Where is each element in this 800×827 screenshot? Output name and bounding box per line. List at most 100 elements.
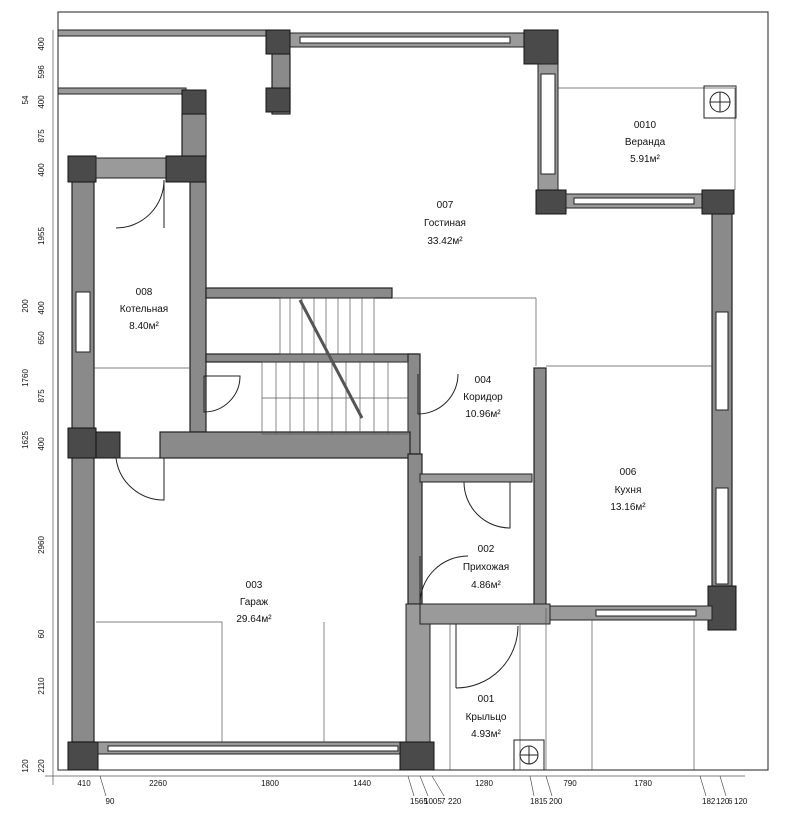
room-area: 29.64м² — [236, 614, 272, 625]
room-area: 10.96м² — [465, 409, 501, 420]
dim-label: 875 — [37, 129, 46, 143]
dim-label: 410 — [77, 779, 91, 788]
dim-label: 2260 — [149, 779, 167, 788]
wall — [95, 157, 167, 179]
dim-label: 1780 — [634, 779, 652, 788]
column — [535, 189, 567, 215]
room-label-003: 003 Гараж 29.64м² — [236, 580, 272, 625]
room-area: 8.40м² — [129, 321, 159, 332]
room-label-002: 002 Прихожая 4.86м² — [463, 544, 509, 591]
dim-label: 5 — [543, 797, 548, 806]
column — [67, 427, 97, 459]
dim-label: 1440 — [353, 779, 371, 788]
dim-label: 90 — [106, 797, 115, 806]
room-name: Кухня — [615, 485, 642, 496]
dim-label: 7 — [441, 797, 446, 806]
window — [715, 487, 729, 585]
wall — [205, 353, 419, 363]
dim-label: 6 — [728, 797, 733, 806]
room-area: 5.91м² — [630, 154, 660, 165]
dim-label: 400 — [37, 95, 46, 109]
dim-label: 400 — [37, 37, 46, 51]
room-label-001: 001 Крыльцо 4.93м² — [466, 694, 507, 740]
dim-label: 2110 — [37, 677, 46, 695]
dim-label: 650 — [37, 331, 46, 345]
door-swing — [115, 457, 165, 501]
dim-label: 200 — [549, 797, 563, 806]
room-label-004: 004 Коридор 10.96м² — [463, 375, 503, 420]
door-swing — [115, 179, 165, 229]
dim-label: 1800 — [261, 779, 279, 788]
dim-leader — [431, 775, 445, 797]
door-swing — [417, 373, 459, 415]
dim-label: 54 — [21, 95, 30, 104]
room-label-008: 008 Котельная 8.40м² — [120, 287, 168, 332]
dim-label: 182 — [702, 797, 716, 806]
room-name: Прихожая — [463, 562, 509, 573]
room-name: Котельная — [120, 304, 168, 315]
dim-leader — [699, 775, 707, 797]
room-number: 001 — [478, 694, 495, 705]
wall — [181, 113, 207, 159]
room-name: Гараж — [240, 597, 269, 608]
room-name: Коридор — [463, 392, 503, 403]
room-name: Крыльцо — [466, 712, 507, 723]
dim-label: 200 — [21, 299, 30, 313]
dim-label: 120 — [734, 797, 748, 806]
dim-label: 875 — [37, 389, 46, 403]
room-number: 002 — [478, 544, 495, 555]
dim-label: 1625 — [21, 431, 30, 449]
door-swing — [463, 481, 511, 529]
room-name: Веранда — [625, 137, 666, 148]
room-number: 0010 — [634, 120, 657, 131]
dim-label: 596 — [37, 65, 46, 79]
column — [265, 87, 291, 113]
window — [75, 291, 91, 353]
wall — [95, 431, 121, 459]
room-area: 4.93м² — [471, 729, 501, 740]
room-number: 006 — [620, 467, 637, 478]
wall — [419, 473, 533, 483]
window — [715, 311, 729, 411]
room-area: 4.86м² — [471, 580, 501, 591]
dim-leader — [407, 775, 415, 797]
column — [67, 155, 97, 183]
left-dimensions: 400 596 54 400 875 400 1955 200 400 650 … — [21, 37, 46, 773]
column — [181, 89, 207, 115]
door-swing — [419, 555, 469, 605]
room-number: 004 — [475, 375, 492, 386]
wall — [57, 87, 187, 95]
room-area: 33.42м² — [427, 236, 463, 247]
room-label-006: 006 Кухня 13.16м² — [610, 467, 646, 513]
dim-label: 120 — [716, 797, 730, 806]
window — [107, 745, 399, 752]
door-swing — [455, 624, 519, 689]
wall — [205, 287, 393, 299]
dim-label: 1565 — [410, 797, 428, 806]
dim-label: 400 — [37, 301, 46, 315]
door-swing — [203, 375, 241, 413]
room-label-0010: 0010 Веранда 5.91м² — [625, 120, 666, 165]
downpipe-icon — [703, 85, 737, 119]
dim-label: 220 — [448, 797, 462, 806]
dim-label: 120 — [21, 759, 30, 773]
column — [165, 155, 207, 183]
wall — [419, 603, 551, 625]
dim-label: 1280 — [475, 779, 493, 788]
dim-leader — [99, 775, 107, 797]
dim-label: 400 — [37, 437, 46, 451]
column — [523, 29, 559, 65]
dim-leader — [719, 775, 727, 797]
dim-label: 181 — [530, 797, 544, 806]
doors — [115, 179, 519, 689]
window — [573, 197, 695, 205]
bottom-dimensions: 410 2260 1800 1440 1280 790 1780 90 1565… — [77, 775, 748, 806]
room-number: 008 — [136, 287, 153, 298]
dim-label: 400 — [37, 163, 46, 177]
window — [299, 36, 511, 44]
room-label-007: 007 Гостиная 33.42м² — [424, 200, 466, 247]
dim-label: 790 — [563, 779, 577, 788]
dim-label: 2960 — [37, 536, 46, 554]
wall — [57, 29, 271, 37]
